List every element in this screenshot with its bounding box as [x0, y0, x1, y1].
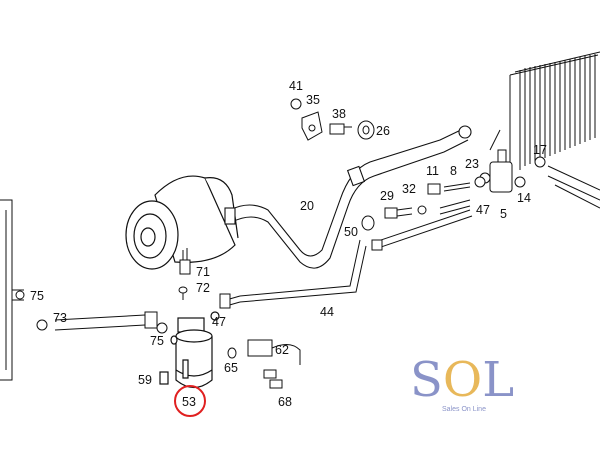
callout-5: 5	[500, 207, 507, 221]
callout-11: 11	[426, 164, 439, 178]
logo-letter-s: S	[410, 352, 443, 408]
callout-50: 50	[344, 225, 358, 239]
callout-20: 20	[300, 199, 314, 213]
callout-73: 73	[53, 311, 67, 325]
callout-68: 68	[278, 395, 292, 409]
callout-71: 71	[196, 265, 210, 279]
compressor	[125, 175, 239, 270]
callout-17: 17	[533, 143, 547, 157]
suction-hose	[224, 125, 472, 269]
callout-44: 44	[320, 305, 334, 319]
hose-73	[0, 199, 168, 381]
highlight-circle-53	[174, 385, 206, 417]
bracket-parts	[290, 98, 375, 141]
callout-29: 29	[380, 189, 394, 203]
logo-letter-o: O	[443, 352, 482, 408]
callout-59: 59	[138, 373, 152, 387]
sol-logo: SOL Sales On Line	[410, 352, 514, 413]
receiver-drier	[159, 311, 220, 389]
logo-letter-l: L	[482, 352, 514, 408]
callout-62: 62	[275, 343, 289, 357]
condenser	[509, 51, 600, 209]
callout-72: 72	[196, 281, 210, 295]
callout-35: 35	[306, 93, 320, 107]
callout-labels: 41 35 38 26 23 17 11 8 29 32 47 5 14 20 …	[30, 79, 547, 409]
pressure-line	[239, 209, 473, 303]
logo-sub-text: Sales On Line	[442, 406, 486, 413]
callout-14: 14	[517, 191, 531, 205]
callout-26: 26	[376, 124, 390, 138]
callout-53: 53	[182, 395, 196, 409]
sensor-parts	[227, 339, 301, 389]
callout-47-top: 47	[476, 203, 490, 217]
pressure-switch	[178, 248, 191, 300]
callout-41: 41	[289, 79, 303, 93]
callout-75-left: 75	[30, 289, 44, 303]
callout-8: 8	[450, 164, 457, 178]
callout-75-center: 75	[150, 334, 164, 348]
callout-32: 32	[402, 182, 416, 196]
fittings-mid	[384, 176, 486, 219]
callout-23: 23	[465, 157, 479, 171]
line-44	[219, 293, 241, 309]
callout-65: 65	[224, 361, 238, 375]
callout-47-bottom: 47	[212, 315, 226, 329]
logo-main-text: SOL	[410, 352, 514, 408]
callout-38: 38	[332, 107, 346, 121]
